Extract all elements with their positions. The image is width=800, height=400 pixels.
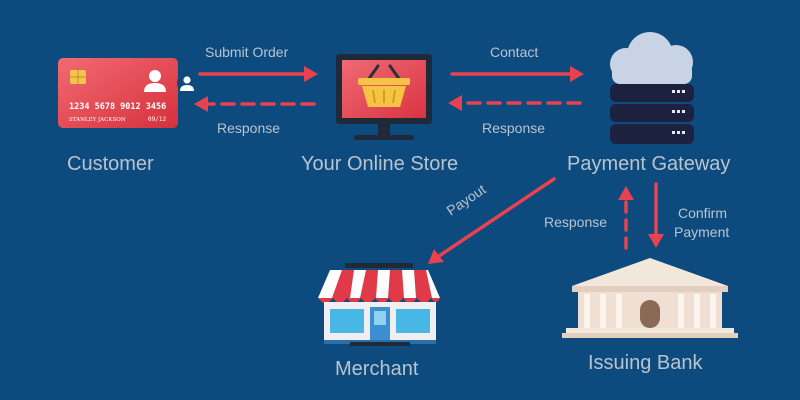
merchant-storefront-icon <box>318 263 440 346</box>
edge-label-payment: Payment <box>674 224 730 240</box>
edge-label-response-store-customer: Response <box>217 120 281 136</box>
node-label-issuing-bank: Issuing Bank <box>588 352 703 374</box>
credit-card-icon: 1234 5678 9012 3456 STANLEY JACKSON 09/1… <box>58 58 178 128</box>
node-label-online-store: Your Online Store <box>301 153 459 175</box>
edge-label-response-gateway-store: Response <box>482 120 546 136</box>
shopping-basket-icon <box>358 64 410 107</box>
arrow-heads <box>194 66 664 264</box>
arrow-payout <box>434 177 556 260</box>
card-expiry: 09/12 <box>148 116 166 123</box>
card-user-icon <box>144 70 166 92</box>
online-store-monitor-icon <box>336 54 432 140</box>
edge-label-confirm: Confirm <box>678 205 728 221</box>
payment-gateway-cloud-server-icon <box>610 32 694 144</box>
node-label-payment-gateway: Payment Gateway <box>567 153 731 175</box>
edge-label-response-bank-gateway: Response <box>544 214 608 230</box>
node-label-customer: Customer <box>67 153 154 175</box>
card-number: 1234 5678 9012 3456 <box>69 102 166 112</box>
flow-arrows <box>198 72 658 260</box>
user-badge-icon <box>177 73 197 93</box>
edge-label-submit-order: Submit Order <box>205 44 289 60</box>
issuing-bank-building-icon <box>562 258 738 338</box>
card-holder: STANLEY JACKSON <box>69 117 126 123</box>
edge-label-contact: Contact <box>490 44 539 60</box>
server-stack-icon <box>610 84 694 144</box>
node-label-merchant: Merchant <box>335 358 419 380</box>
